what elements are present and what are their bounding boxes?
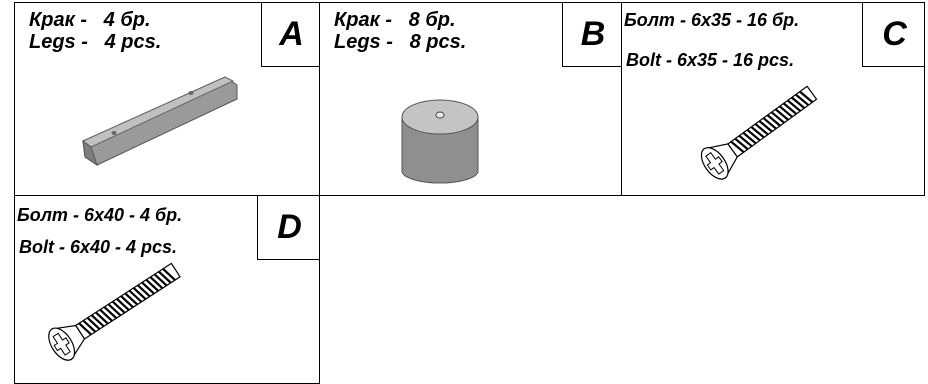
panel-b: Крак - 8 бр. Legs - 8 pcs. B [319, 2, 622, 196]
part-c-letter: C [862, 3, 924, 67]
leg-cylinder-illustration [401, 99, 479, 184]
part-a-name-en: Legs - 4 pcs. [29, 31, 162, 53]
part-c-name-en: Bolt - 6x35 - 16 pcs. [626, 50, 795, 70]
part-d-name-en: Bolt - 6x40 - 4 pcs. [19, 237, 178, 257]
bolt-short-illustration [700, 85, 818, 180]
part-a-name-bg: Крак - 4 бр. [29, 9, 151, 31]
panel-c: Болт - 6x35 - 16 бр. Bolt - 6x35 - 16 pc… [621, 2, 925, 196]
part-b-letter: B [562, 3, 621, 67]
part-b-name-bg: Крак - 8 бр. [334, 9, 456, 31]
part-c-name-bg: Болт - 6x35 - 16 бр. [624, 10, 800, 30]
part-a-letter: A [261, 3, 319, 67]
panel-d: Болт - 6x40 - 4 бр. Bolt - 6x40 - 4 pcs.… [14, 195, 320, 384]
part-b-name-en: Legs - 8 pcs. [334, 31, 467, 53]
part-d-letter: D [257, 196, 319, 260]
panel-a: Крак - 4 бр. Legs - 4 pcs. A [14, 2, 320, 196]
leg-bar-illustration [82, 76, 238, 167]
part-d-name-bg: Болт - 6x40 - 4 бр. [17, 205, 183, 225]
bolt-long-illustration [48, 262, 181, 361]
